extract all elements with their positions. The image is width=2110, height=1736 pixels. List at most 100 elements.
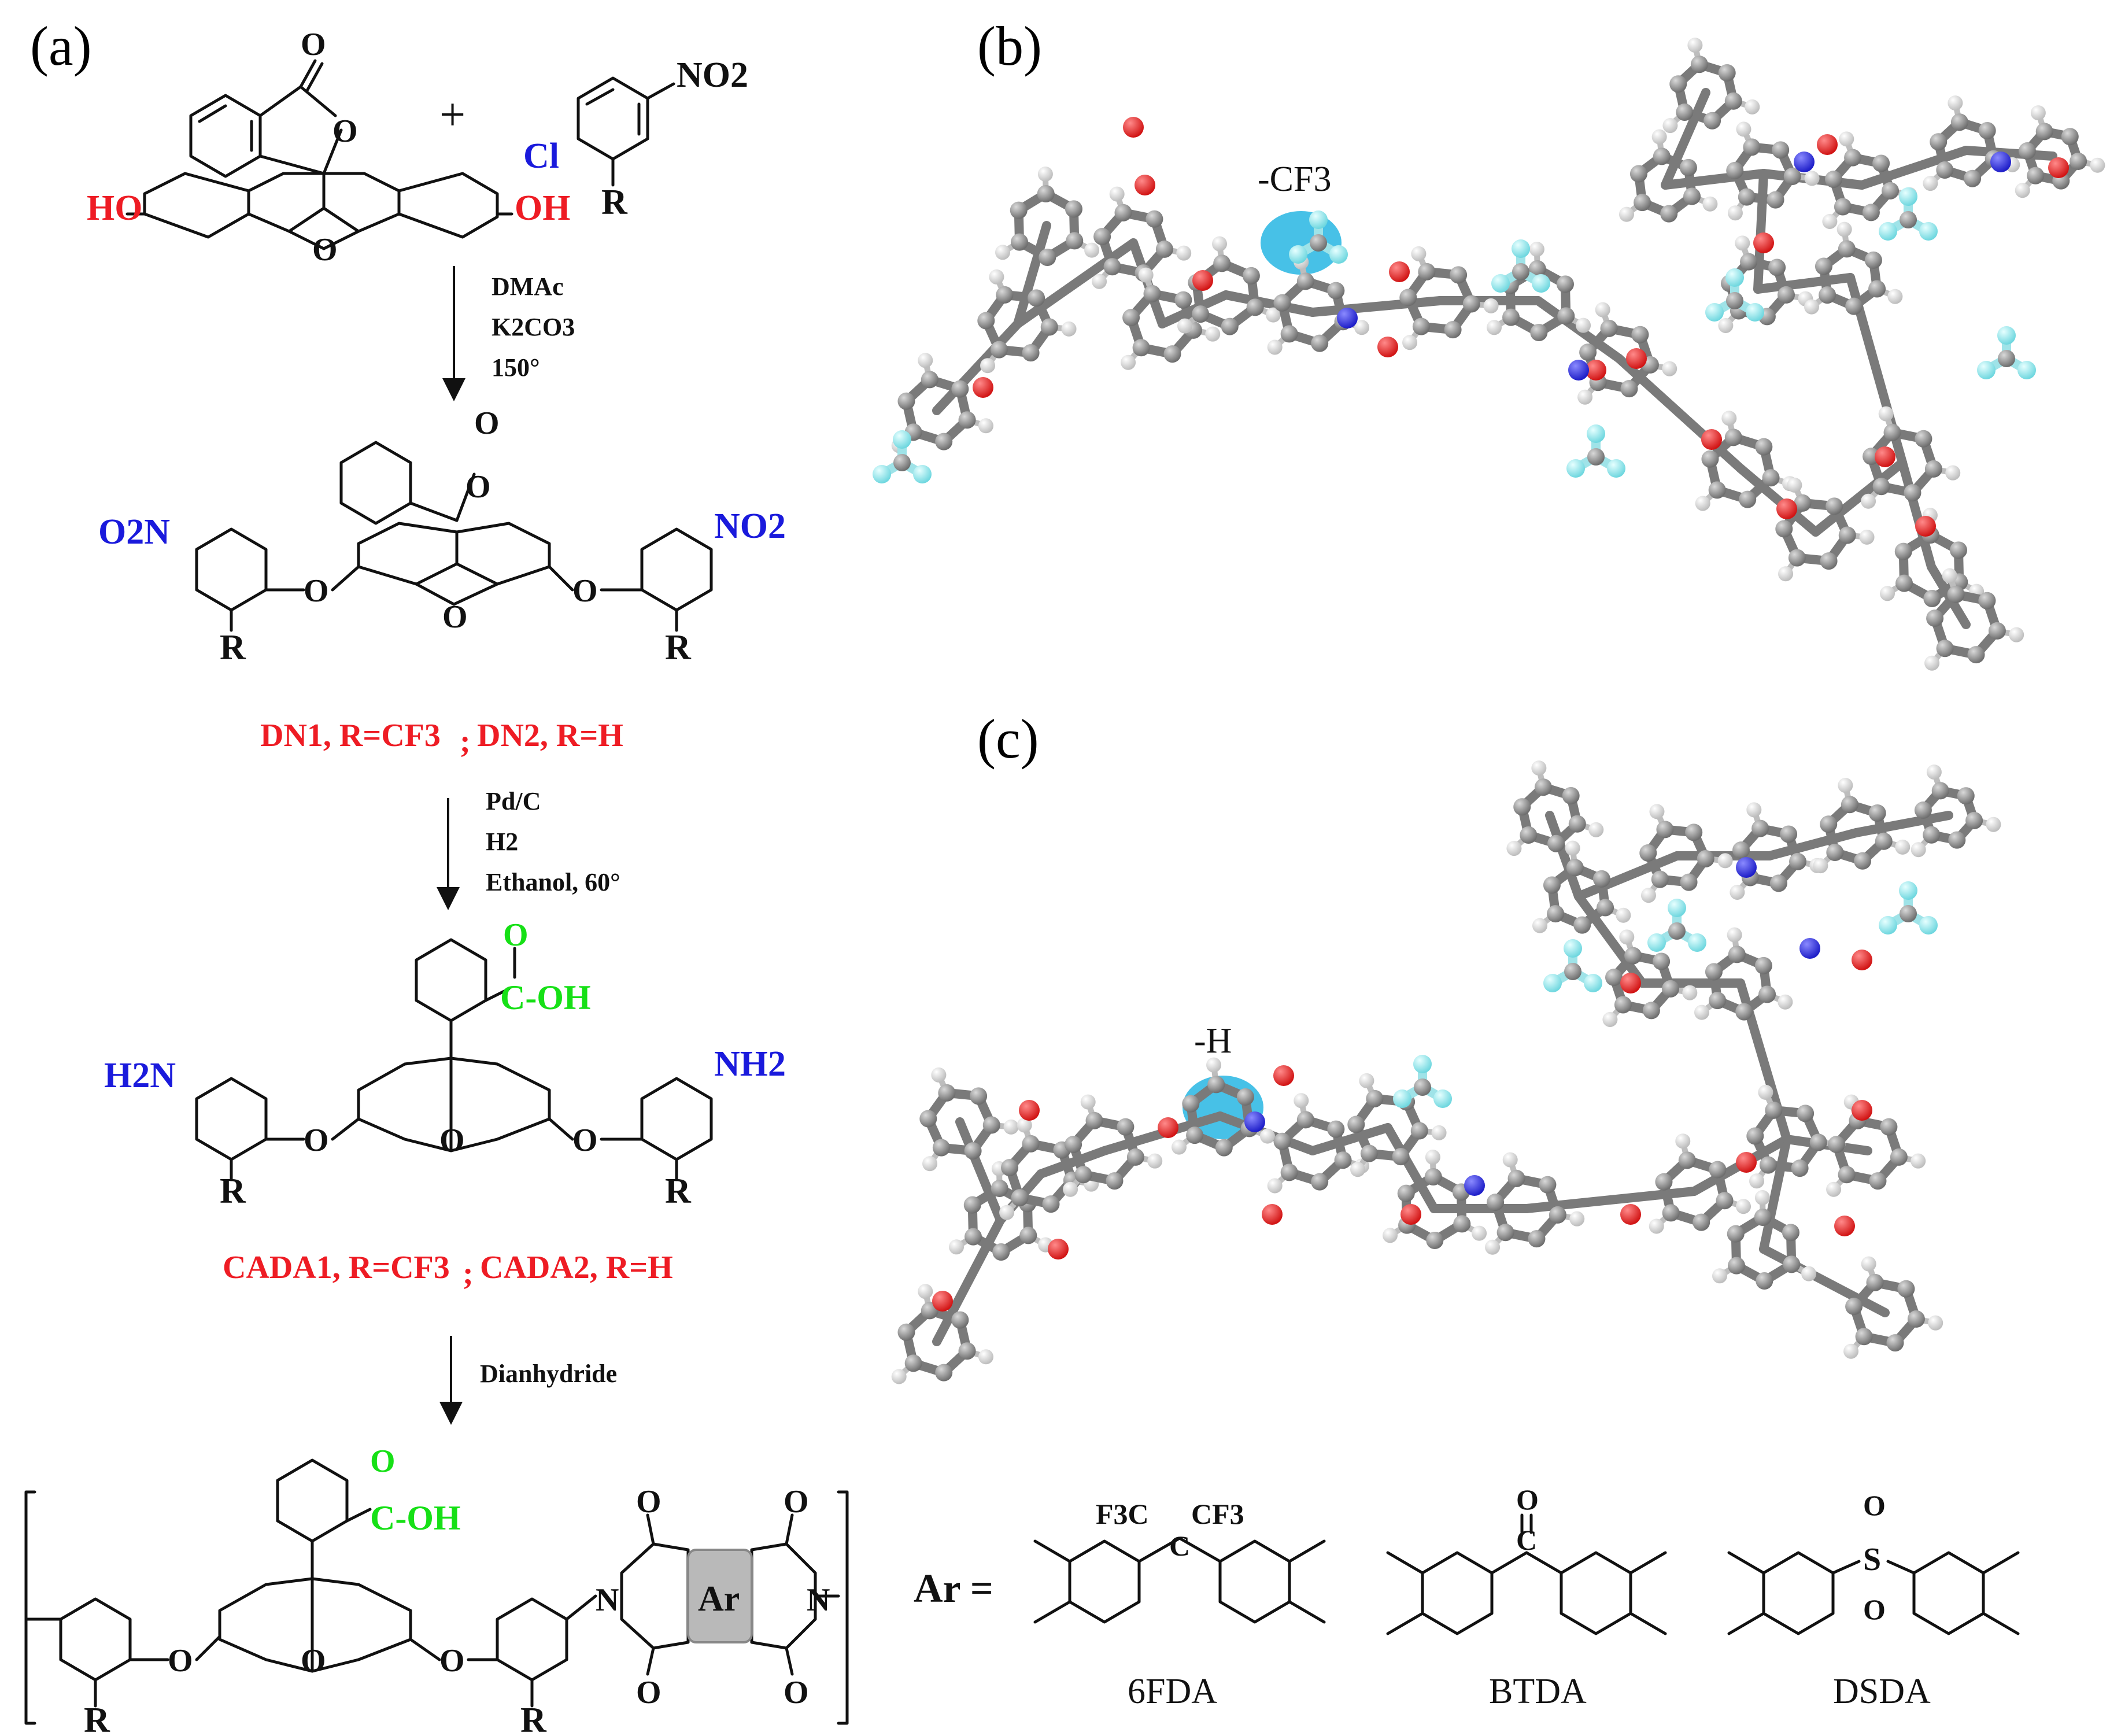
poly-ether-o-left: O (168, 1643, 193, 1679)
carbon-atom (1767, 191, 1784, 209)
carbon-atom (996, 286, 1014, 304)
carbon-atom (1019, 1227, 1037, 1244)
da-nh2: NH2 (714, 1044, 786, 1084)
hydrogen-atom (1879, 586, 1895, 601)
hydrogen-atom (1205, 326, 1221, 342)
hydrogen-atom (1859, 529, 1875, 545)
carbonyl-o: O (301, 27, 326, 62)
carbon-atom (1539, 1176, 1557, 1194)
hydrogen-atom (1602, 1011, 1618, 1027)
carbon-atom (1028, 289, 1045, 307)
hydrogen-atom (1717, 853, 1733, 869)
fluorine-atom (1309, 210, 1328, 229)
dn-o2n: O2N (98, 512, 170, 552)
fluorine-atom (1879, 222, 1897, 241)
carbon-atom (1639, 844, 1657, 862)
fluorine-atom (873, 465, 891, 483)
carbon-atom (1066, 232, 1084, 250)
hydrogen-atom (1754, 1190, 1770, 1206)
dn-label-sep: ; (460, 723, 471, 759)
hydrogen-atom (1778, 994, 1793, 1010)
carbon-atom (1496, 1224, 1514, 1242)
carbon-atom (1709, 992, 1727, 1010)
carbon-atom (1751, 819, 1769, 837)
hydrogen-atom (1736, 121, 1751, 137)
carbon-atom (1410, 1122, 1428, 1140)
dn-label-part2: DN2, R=H (477, 718, 623, 754)
carbon-atom (964, 1142, 982, 1160)
da-ether-o-left: O (304, 1122, 329, 1158)
name-btda: BTDA (1489, 1672, 1587, 1711)
cf3-right: CF3 (1191, 1498, 1244, 1530)
carbon-atom (1988, 622, 2006, 640)
hydrogen-atom (1577, 389, 1593, 405)
carbon-atom (977, 312, 995, 330)
carbon-atom (1709, 1161, 1727, 1179)
carbon-atom (1855, 1328, 1873, 1346)
hydrogen-atom (1730, 884, 1745, 900)
hydrogen-atom (1354, 320, 1370, 335)
nitrogen-atom (1794, 152, 1815, 172)
hydrogen-atom (1861, 1256, 1876, 1272)
carbon-atom (1215, 1139, 1233, 1157)
carbon-atom (1740, 253, 1758, 271)
carbon-atom (1543, 876, 1561, 894)
carbon-atom (1568, 815, 1586, 833)
nitrogen-atom (1990, 152, 2011, 172)
carbon-atom (1904, 484, 1921, 502)
h-tag: -H (1194, 1021, 1232, 1061)
carbon-atom (893, 454, 911, 471)
carbon-atom (1487, 1194, 1505, 1211)
plus-sign: + (439, 90, 465, 141)
carbon-atom (1726, 292, 1743, 309)
carbon-atom (1246, 298, 1264, 316)
ar-box (687, 1549, 753, 1643)
carbon-atom (1782, 1224, 1799, 1242)
oxygen-atom (1852, 1100, 1872, 1121)
hydrogen-atom (1176, 245, 1192, 261)
oxygen-atom (1852, 950, 1872, 970)
step1-line1: DMAc (492, 272, 564, 301)
carbon-atom (1327, 1120, 1345, 1138)
carbon-atom (1605, 969, 1623, 987)
hydrogen-atom (980, 358, 996, 374)
hydrogen-atom (1640, 888, 1656, 903)
carbon-atom (1547, 905, 1565, 923)
carbon-atom (1819, 286, 1836, 304)
carbon-atom (1528, 1230, 1546, 1248)
oxygen-atom (1736, 1152, 1757, 1173)
carbon-atom (1507, 1169, 1525, 1187)
hydrogen-atom (1411, 246, 1427, 261)
carbon-atom (1399, 289, 1417, 306)
dn-compound-label: DN1, R=CF3 ; DN2, R=H (260, 718, 623, 759)
hydrogen-atom (1565, 840, 1580, 856)
carbon-atom (1114, 204, 1132, 221)
btda-o: O (1516, 1483, 1539, 1516)
fluorine-atom (1584, 974, 1602, 992)
ar-equals: Ar = (914, 1567, 993, 1611)
nitrogen-atom (1568, 360, 1589, 381)
hydrogen-atom (1712, 1268, 1727, 1284)
carbon-atom (1579, 343, 1597, 361)
carbon-atom (1967, 646, 1985, 664)
carbon-atom (1703, 112, 1721, 130)
hydrogen-atom (1649, 804, 1665, 819)
carbon-atom (1883, 423, 1901, 441)
hydrogen-atom (1758, 1084, 1773, 1100)
hydrogen-atom (1804, 299, 1819, 315)
carbon-atom (1716, 1192, 1734, 1210)
hydrogen-atom (891, 1369, 907, 1384)
hydrogen-atom (1003, 1119, 1019, 1135)
hydrogen-atom (1838, 778, 1853, 793)
carbon-atom (935, 433, 953, 450)
poly-cooh-o: O (370, 1443, 396, 1479)
hydrogen-atom (1651, 129, 1667, 145)
hydrogen-atom (1843, 1343, 1859, 1359)
carbon-atom (1868, 280, 1886, 298)
carbon-atom (1450, 266, 1468, 284)
panel-c-label: (c) (977, 708, 1039, 770)
carbon-atom (1728, 1257, 1746, 1275)
oxygen-atom (932, 1291, 953, 1312)
carbon-atom (1900, 905, 1917, 922)
